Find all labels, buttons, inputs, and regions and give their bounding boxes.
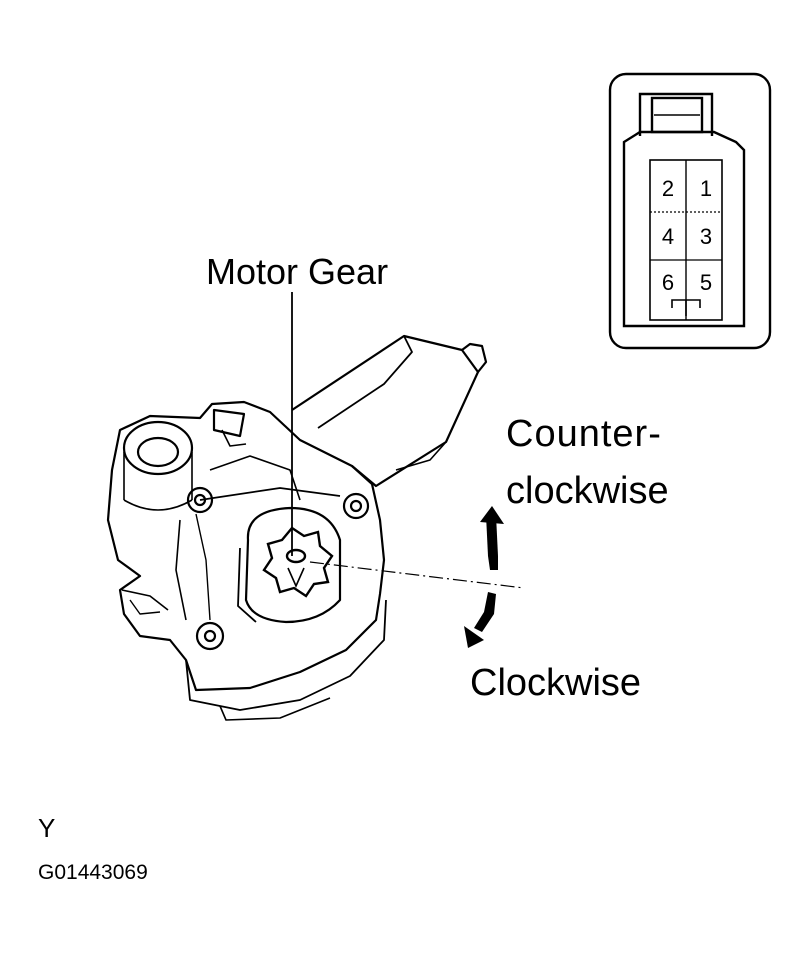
figure-code: G01443069	[38, 861, 148, 884]
mount-boss	[342, 492, 370, 520]
motor-gear-label: Motor Gear	[206, 251, 389, 292]
rotation-arrows	[464, 506, 504, 648]
pin-label: 1	[700, 176, 712, 201]
gear-housing	[106, 400, 386, 692]
connector-drawing	[608, 72, 772, 350]
motor-assembly	[106, 334, 488, 721]
mount-boss	[186, 486, 214, 514]
clockwise-label: Clockwise	[470, 662, 642, 704]
clockwise-arrow-shaft	[474, 592, 496, 632]
mount-boss	[195, 621, 225, 651]
counter-clockwise-arrow-shaft	[486, 515, 498, 570]
counter-clockwise-arrow-head	[480, 506, 504, 524]
view-letter: Y	[38, 813, 56, 843]
connector-inner-housing	[622, 130, 746, 328]
counter-clockwise-label-line1: Counter-	[506, 413, 662, 455]
pin-label: 3	[700, 224, 712, 249]
pin-label: 2	[662, 176, 674, 201]
connector-latch	[638, 92, 714, 136]
left-boss	[122, 420, 194, 476]
motor-cylinder	[291, 334, 480, 488]
connector-outer-body	[608, 72, 772, 350]
clockwise-arrow-head	[464, 626, 484, 648]
gear-recess	[244, 506, 342, 624]
motor-gear	[262, 526, 334, 598]
gear-axis-line	[309, 561, 525, 589]
gear-shaft	[285, 548, 307, 564]
top-block	[212, 408, 246, 438]
counter-clockwise-label-line2: clockwise	[506, 470, 669, 512]
pin-label: 6	[662, 270, 674, 295]
pin-label: 5	[700, 270, 712, 295]
connector-pin-labels: 2 1 4 3 6 5	[662, 176, 712, 295]
motor-shaft-end	[461, 342, 488, 373]
pin-label: 4	[662, 224, 674, 249]
